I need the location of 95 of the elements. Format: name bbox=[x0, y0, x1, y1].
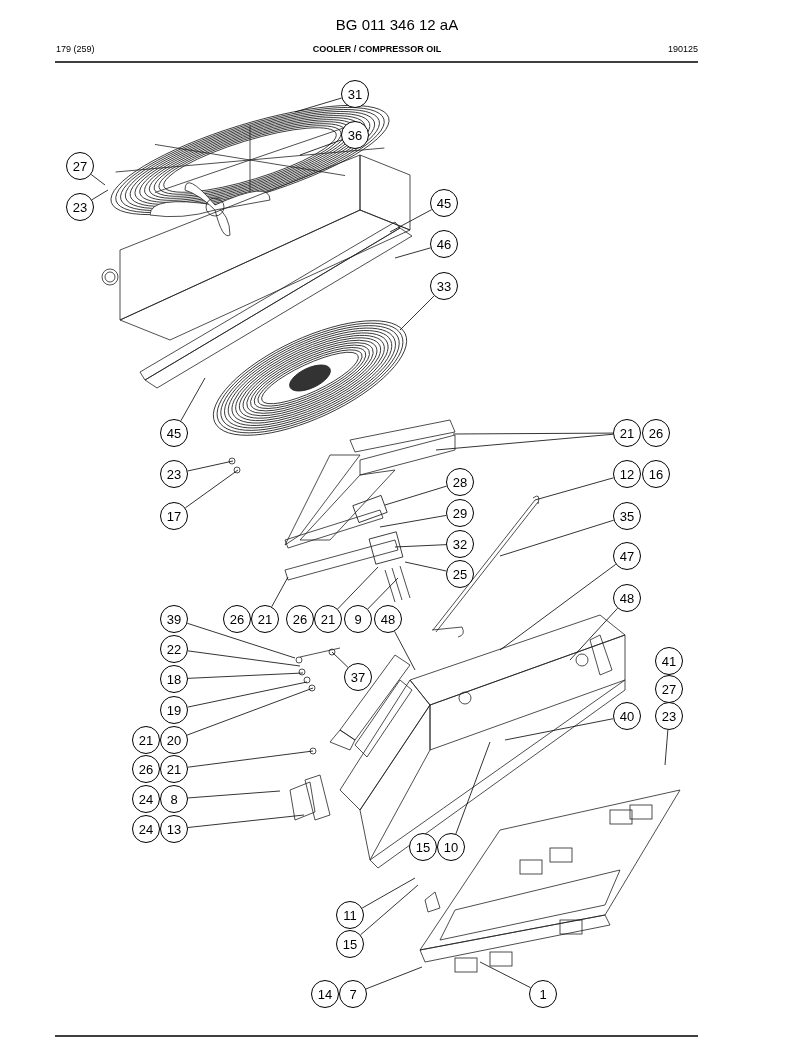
callout-number: 20 bbox=[160, 726, 188, 754]
callout-number: 24 bbox=[132, 785, 160, 813]
leader-line bbox=[394, 544, 447, 548]
leader-line bbox=[187, 672, 304, 679]
document-title: BG 011 346 12 aA bbox=[335, 16, 459, 33]
callout-number: 26 bbox=[642, 419, 670, 447]
callout-number: 23 bbox=[66, 193, 94, 221]
callout-number: 47 bbox=[613, 542, 641, 570]
callout-number: 45 bbox=[160, 419, 188, 447]
leader-line bbox=[187, 790, 281, 799]
callout-number: 32 bbox=[446, 530, 474, 558]
callout-number: 10 bbox=[437, 833, 465, 861]
callout-number: 12 bbox=[613, 460, 641, 488]
callout-number: 15 bbox=[336, 930, 364, 958]
callout-number: 21 bbox=[251, 605, 279, 633]
callout-number: 19 bbox=[160, 696, 188, 724]
leader-line bbox=[187, 460, 234, 472]
leader-line bbox=[384, 485, 447, 506]
leader-line bbox=[90, 174, 106, 186]
leader-line bbox=[534, 477, 614, 501]
callout-number: 14 bbox=[311, 980, 339, 1008]
leader-line bbox=[186, 622, 296, 659]
leader-line bbox=[455, 741, 491, 835]
callout-number: 28 bbox=[446, 468, 474, 496]
callout-number: 39 bbox=[160, 605, 188, 633]
callout-number: 18 bbox=[160, 665, 188, 693]
callout-number: 16 bbox=[642, 460, 670, 488]
leader-line bbox=[394, 630, 416, 671]
callout-number: 45 bbox=[430, 189, 458, 217]
leader-line bbox=[337, 566, 379, 610]
callout-number: 26 bbox=[132, 755, 160, 783]
leader-line bbox=[91, 189, 109, 201]
leader-line bbox=[367, 577, 399, 610]
callout-number: 24 bbox=[132, 815, 160, 843]
callout-number: 1 bbox=[529, 980, 557, 1008]
leader-line bbox=[499, 519, 615, 557]
callout-number: 36 bbox=[341, 121, 369, 149]
callout-number: 26 bbox=[286, 605, 314, 633]
callout-number: 23 bbox=[655, 702, 683, 730]
callout-number: 40 bbox=[613, 702, 641, 730]
leader-line bbox=[187, 681, 308, 708]
callout-number: 27 bbox=[66, 152, 94, 180]
callout-number: 7 bbox=[339, 980, 367, 1008]
callout-number: 25 bbox=[446, 560, 474, 588]
leader-line bbox=[479, 961, 531, 989]
leader-line bbox=[187, 650, 301, 667]
leader-line bbox=[394, 247, 431, 259]
leader-line bbox=[186, 687, 314, 736]
callout-number: 21 bbox=[314, 605, 342, 633]
leader-line bbox=[187, 750, 314, 768]
callout-number: 26 bbox=[223, 605, 251, 633]
callout-number: 35 bbox=[613, 502, 641, 530]
section-heading: COOLER / COMPRESSOR OIL bbox=[312, 44, 442, 54]
callout-number: 31 bbox=[341, 80, 369, 108]
leader-line bbox=[360, 884, 419, 936]
callout-number: 29 bbox=[446, 499, 474, 527]
leader-line bbox=[294, 97, 342, 113]
leader-line bbox=[361, 877, 416, 909]
leader-line bbox=[184, 469, 239, 509]
callout-number: 21 bbox=[160, 755, 188, 783]
leader-line bbox=[379, 515, 447, 528]
leader-line bbox=[331, 651, 349, 668]
callout-number: 41 bbox=[655, 647, 683, 675]
leader-line bbox=[664, 729, 669, 766]
leader-line bbox=[569, 607, 618, 661]
callout-number: 46 bbox=[430, 230, 458, 258]
leader-line bbox=[435, 433, 614, 451]
leader-line bbox=[499, 563, 617, 651]
leader-line bbox=[299, 139, 343, 156]
callout-number: 11 bbox=[336, 901, 364, 929]
callout-number: 8 bbox=[160, 785, 188, 813]
callout-number: 15 bbox=[409, 833, 437, 861]
leader-line bbox=[399, 295, 435, 331]
leader-line bbox=[404, 561, 447, 572]
callout-number: 21 bbox=[613, 419, 641, 447]
page-number: 179 (259) bbox=[56, 44, 95, 54]
leader-line bbox=[504, 718, 614, 741]
leader-line bbox=[365, 966, 423, 990]
callout-number: 37 bbox=[344, 663, 372, 691]
leader-line bbox=[187, 814, 305, 828]
callout-number: 21 bbox=[132, 726, 160, 754]
leader-line bbox=[452, 432, 614, 435]
leader-line bbox=[271, 576, 289, 608]
callout-number: 22 bbox=[160, 635, 188, 663]
leader-line bbox=[180, 377, 206, 422]
callout-number: 33 bbox=[430, 272, 458, 300]
date-code: 190125 bbox=[667, 44, 698, 54]
callout-number: 48 bbox=[374, 605, 402, 633]
callout-number: 17 bbox=[160, 502, 188, 530]
callout-number: 48 bbox=[613, 584, 641, 612]
callout-number: 27 bbox=[655, 675, 683, 703]
callout-number: 9 bbox=[344, 605, 372, 633]
callout-number: 23 bbox=[160, 460, 188, 488]
callout-number: 13 bbox=[160, 815, 188, 843]
leader-line bbox=[389, 209, 433, 233]
